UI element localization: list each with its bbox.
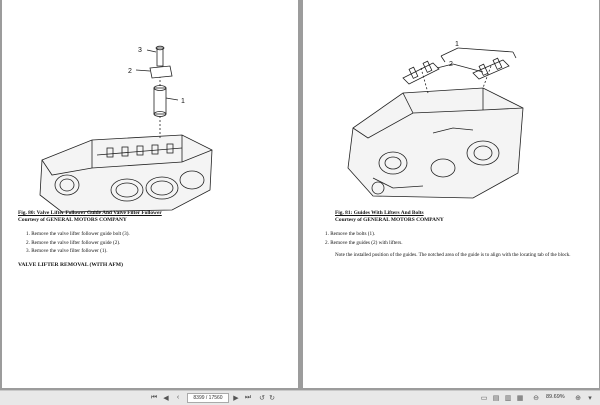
go-forward-icon[interactable]: ↻ (269, 394, 275, 402)
figure-caption-right: Fig. 81: Guides With Lifters And Bolts C… (335, 210, 444, 224)
last-page-icon[interactable]: ⏭ (244, 393, 252, 401)
step-item: 1. Remove the valve lifter follower guid… (26, 231, 130, 237)
previous-page-alt-icon[interactable]: ‹ (176, 394, 180, 401)
figure-guides-with-lifters: 1 2 (347, 41, 524, 199)
step-item: 1. Remove the bolts (1). (325, 231, 376, 237)
document-page-left: 3 2 1 Fig. 80: Valve Lifter Follower Gui… (2, 0, 298, 388)
figure-caption-left: Fig. 80: Valve Lifter Follower Guide And… (18, 210, 162, 224)
callout-3: 3 (138, 47, 142, 54)
callout-2: 2 (449, 61, 453, 68)
zoom-menu-icon[interactable]: ▾ (588, 394, 592, 402)
callout-2: 2 (128, 68, 132, 75)
callout-1: 1 (455, 41, 459, 48)
single-page-view-icon[interactable]: ▭ (480, 394, 488, 402)
note-paragraph: Note the installed position of the guide… (335, 252, 571, 258)
zoom-level[interactable]: 89.69% (546, 394, 565, 400)
facing-view-icon[interactable]: ▥ (504, 394, 512, 402)
first-page-icon[interactable]: ⏮ (150, 393, 158, 401)
viewer-toolbar: ⏮ ◀ ‹ 8399 / 17560 ▶ ⏭ ↺ ↻ ▭ ▤ ▥ ▦ ⊖ 89.… (0, 390, 600, 405)
continuous-view-icon[interactable]: ▤ (492, 394, 500, 402)
page-number-input[interactable]: 8399 / 17560 (187, 393, 229, 403)
step-item: 3. Remove the valve filter follower (1). (26, 248, 108, 254)
step-item: 2. Remove the valve lifter follower guid… (26, 239, 121, 246)
previous-page-icon[interactable]: ◀ (163, 394, 169, 402)
figure-valve-lifter-guide: 3 2 1 (39, 45, 213, 213)
cover-facing-view-icon[interactable]: ▦ (516, 394, 524, 402)
section-heading: VALVE LIFTER REMOVAL (WITH AFM) (18, 262, 123, 268)
zoom-out-icon[interactable]: ⊖ (533, 394, 539, 402)
zoom-in-icon[interactable]: ⊕ (575, 394, 581, 402)
figure-credit: Courtesy of GENERAL MOTORS COMPANY (18, 217, 127, 223)
figure-title: Fig. 81: Guides With Lifters And Bolts (335, 210, 424, 216)
steps-list-left: 1. Remove the valve lifter follower guid… (26, 230, 130, 256)
figure-title: Fig. 80: Valve Lifter Follower Guide And… (18, 210, 162, 216)
next-page-icon[interactable]: ▶ (233, 394, 239, 402)
figure-credit: Courtesy of GENERAL MOTORS COMPANY (335, 217, 444, 223)
callout-1: 1 (181, 98, 185, 105)
document-page-right: 1 2 Fig. 81: Guides With Lifters And Bol… (303, 0, 599, 388)
go-back-icon[interactable]: ↺ (259, 394, 265, 402)
step-item: 2. Remove the guides (2) with lifters. (325, 239, 403, 246)
steps-list-right: 1. Remove the bolts (1). 2. Remove the g… (325, 230, 403, 247)
